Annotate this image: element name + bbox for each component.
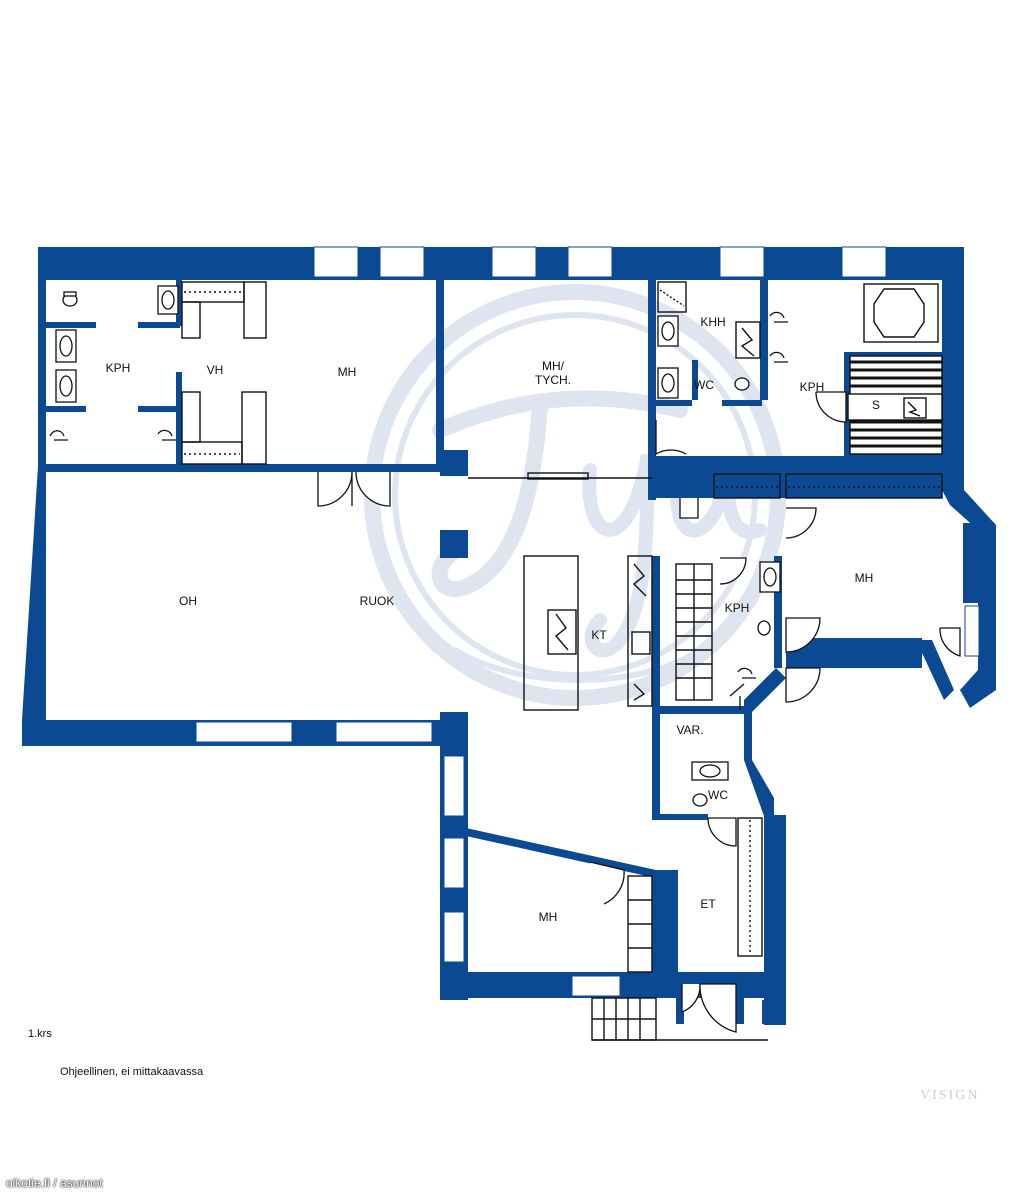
brand-logo: VISIGN — [920, 1088, 980, 1103]
room-label-wc-bottom: WC — [708, 788, 728, 802]
room-label-kph-left: KPH — [105, 361, 131, 375]
room-label-mh-tych-line1: MH/ — [542, 359, 564, 373]
floor-label: 1.krs — [28, 1028, 52, 1040]
room-label-mh-tych: MH/ TYCH. — [535, 359, 571, 387]
room-label-mh-bottom: MH — [538, 910, 558, 924]
fixtures — [181, 281, 943, 1041]
room-label-var: VAR. — [676, 723, 704, 737]
sauna-stove-icon — [907, 401, 921, 417]
room-label-mh-top: MH — [337, 365, 357, 379]
stairs-icon — [676, 564, 712, 700]
disclaimer-text: Ohjeellinen, ei mittakaavassa — [60, 1066, 204, 1078]
toilet-icon — [62, 291, 771, 807]
room-label-wc-top: WC — [694, 378, 714, 392]
room-label-khh: KHH — [700, 315, 726, 329]
sink-icon — [55, 285, 781, 781]
source-credit: oikotie.fi / asunnot — [6, 1176, 103, 1190]
room-label-mh-tych-line2: TYCH. — [535, 373, 571, 387]
room-label-mh-right: MH — [854, 571, 874, 585]
door-swing-icon — [317, 391, 961, 1033]
room-label-oh: OH — [179, 594, 197, 608]
room-label-kph-mid: KPH — [724, 601, 750, 615]
shower-icon — [49, 311, 788, 679]
room-label-ruok: RUOK — [359, 594, 395, 608]
room-label-kt: KT — [591, 628, 607, 642]
room-label-et: ET — [700, 897, 716, 911]
room-label-vh: VH — [206, 363, 224, 377]
windows — [195, 246, 980, 997]
room-label-sauna: S — [871, 398, 881, 412]
room-label-kph-right: KPH — [799, 380, 825, 394]
